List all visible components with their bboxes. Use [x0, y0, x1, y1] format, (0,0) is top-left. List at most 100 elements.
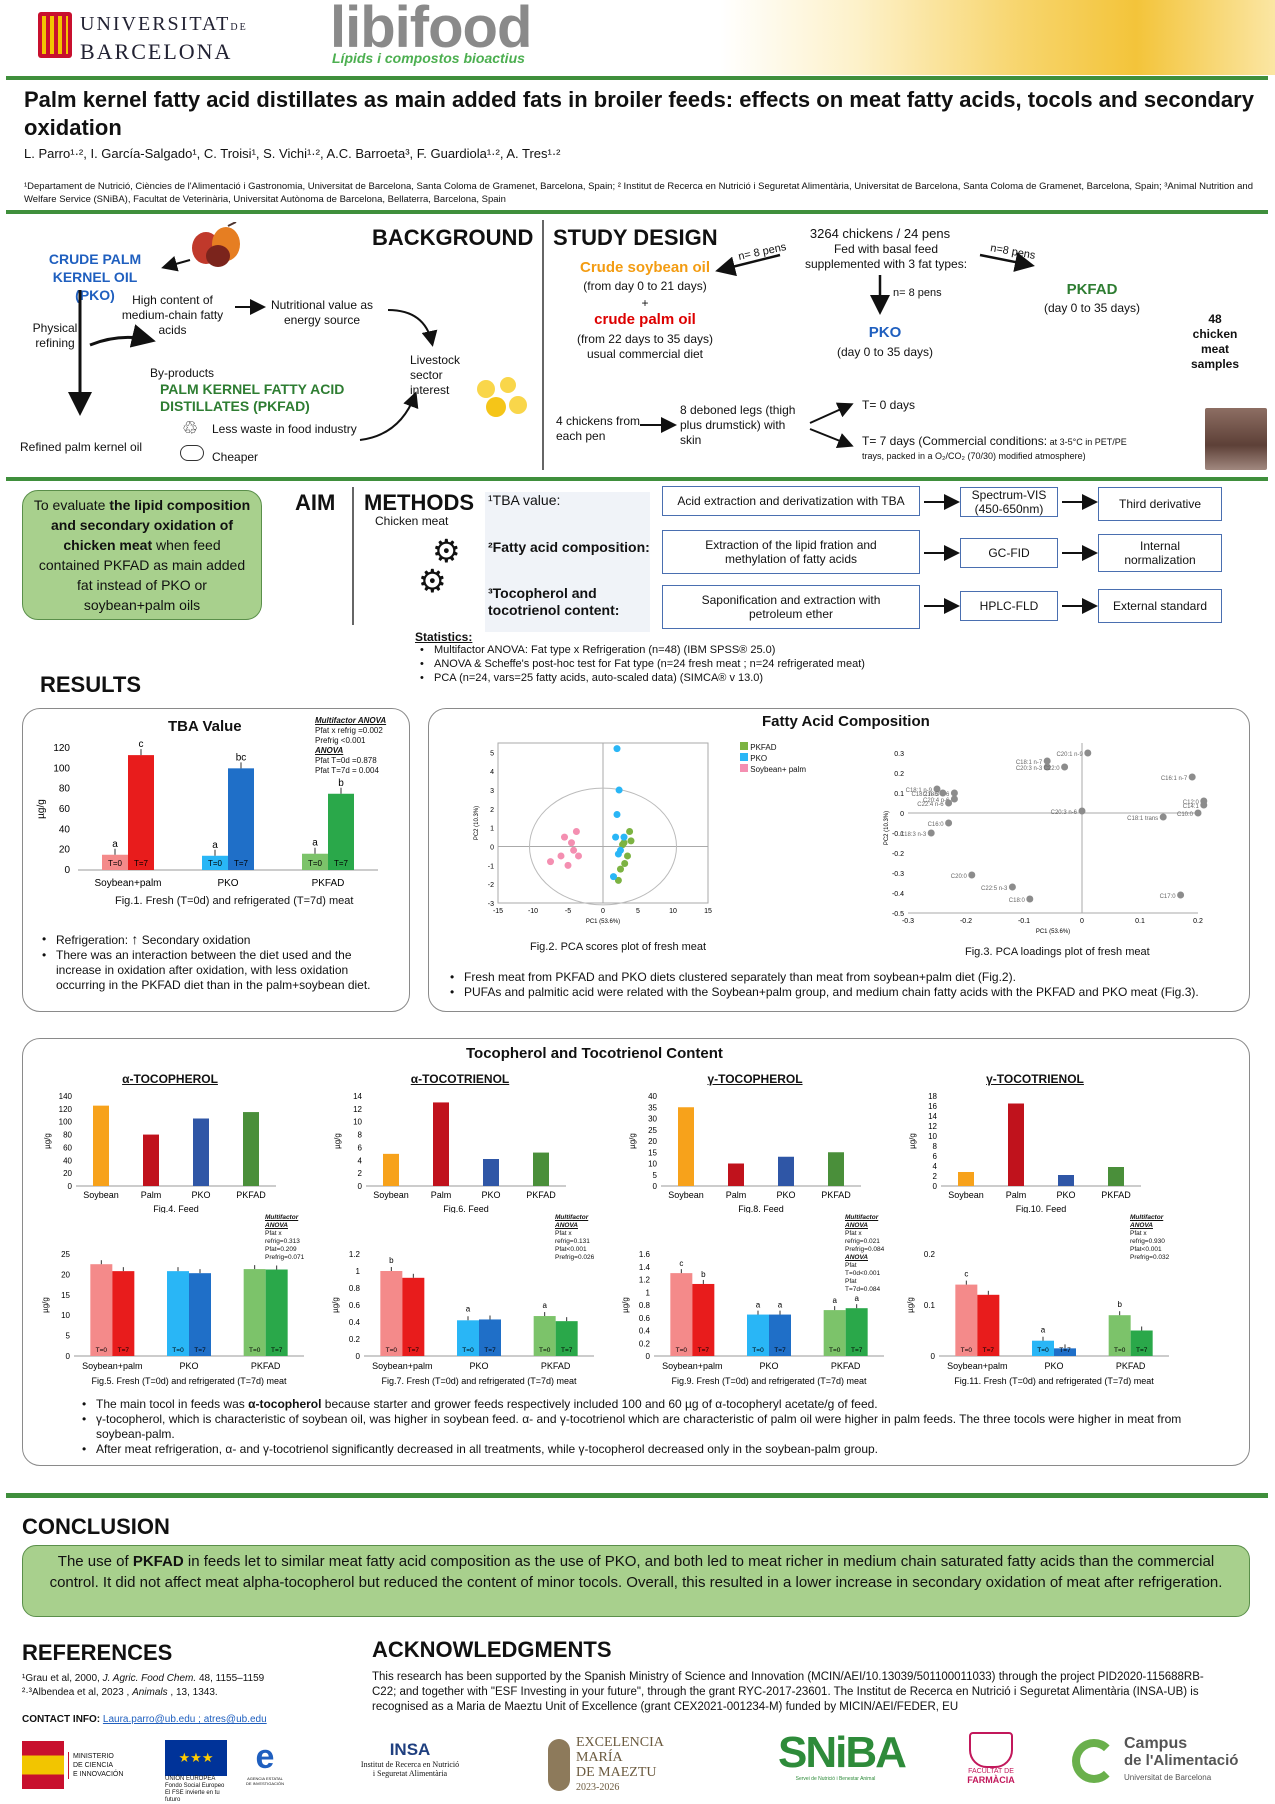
crude-pko-label: CRUDE PALM KERNEL OIL (PKO) [48, 251, 142, 303]
score-point [624, 852, 631, 860]
tba-bar-label: T=0 [208, 859, 223, 868]
meat-bar-label: T=7 [698, 1347, 710, 1354]
anova-line: Pfat x refrig=0.021 [845, 1230, 880, 1245]
x-tick-label: 0.2 [1193, 918, 1203, 925]
authors: L. Parro¹·², I. García-Salgado¹, C. Troi… [24, 146, 561, 161]
meat-bar-label: T=7 [118, 1347, 130, 1354]
y-tick-label: 60 [59, 804, 71, 815]
mcfa-label: High content of medium-chain fatty acids [121, 293, 224, 337]
loading-point [1188, 773, 1196, 781]
header-oil-image [720, 0, 1275, 75]
y-tick-label: 0.8 [639, 1301, 651, 1310]
score-point [572, 827, 580, 835]
y-tick-label: 0.1 [894, 791, 904, 798]
y-tick-label: 0 [66, 1352, 71, 1361]
anova-line: Pfat=0.209 [265, 1246, 297, 1253]
y-tick-label: 0.8 [349, 1284, 361, 1293]
tba-bar [328, 793, 354, 870]
y-axis-label: µg/g [36, 799, 47, 819]
x-tick-label: PKFAD [312, 878, 345, 889]
feed-chart-title: α-TOCOPHEROL [122, 1072, 218, 1086]
y-tick-label: 0.2 [639, 1339, 651, 1348]
y-tick-label: 0.4 [639, 1327, 651, 1336]
y-tick-label: 0.1 [924, 1301, 936, 1310]
toc-title: Tocopherol and Tocotrienol Content [466, 1045, 723, 1062]
y-tick-label: 100 [53, 763, 70, 774]
x-tick-label: Soybean [668, 1190, 704, 1200]
feed-bar [1008, 1103, 1024, 1186]
x-tick-label: PKFAD [541, 1361, 571, 1371]
aei-logo: e AGENCIA ESTATAL DE INVESTIGACIÓN [245, 1738, 284, 1786]
score-point [613, 745, 621, 753]
y-tick-label: 18 [928, 1092, 937, 1101]
x-tick-label: PKO [1056, 1190, 1075, 1200]
meat-bar [189, 1273, 211, 1356]
references-heading: REFERENCES [22, 1640, 173, 1665]
meat-bar-label: T=0 [829, 1347, 841, 1354]
anova-line: Pfat T=7d=0.084 [845, 1278, 881, 1293]
y-tick-label: 5 [653, 1171, 658, 1180]
meat-bar-label: T=0 [1037, 1347, 1049, 1354]
meat-bar-label: T=7 [271, 1347, 283, 1354]
libifood-logo: libifood [330, 0, 532, 60]
plus-label: + [641, 296, 649, 310]
y-tick-label: 0 [931, 1352, 936, 1361]
loading-label: C20:4 n-6 [923, 798, 950, 804]
x-tick-label: PKO [217, 878, 238, 889]
score-point [568, 839, 575, 847]
y-tick-label: 1 [646, 1288, 651, 1297]
meat-bar [1054, 1348, 1076, 1356]
contact-email-link[interactable]: Laura.parro@ub.edu ; atres@ub.edu [102, 1714, 267, 1725]
x-tick-label: Palm [431, 1190, 452, 1200]
feed-bar [728, 1163, 744, 1186]
meat-bar-label: T=7 [774, 1347, 786, 1354]
x-tick-label: PKFAD [831, 1361, 861, 1371]
fa-bullets: Fresh meat from PKFAD and PKO diets clus… [448, 970, 1248, 1000]
feed-bar [778, 1156, 794, 1186]
feed-chart-title: γ-TOCOTRIENOL [986, 1072, 1084, 1086]
y-tick-label: 80 [59, 784, 71, 795]
y-tick-label: 0 [490, 845, 494, 852]
soy-days-label: (from day 0 to 21 days) [583, 279, 707, 293]
loading-point [1008, 883, 1016, 891]
feed-bar [828, 1152, 844, 1186]
significance-letter: b [701, 1270, 706, 1279]
method-quant-tba: Third derivative [1098, 487, 1222, 521]
significance-letter: c [139, 739, 144, 750]
study-design-heading: STUDY DESIGN [553, 225, 718, 250]
methods-arrows [924, 494, 1098, 614]
statistics-list: Multifactor ANOVA: Fat type x Refrigerat… [418, 643, 1118, 685]
palm-fruit-icon [188, 221, 248, 270]
method-quant-toc: External standard [1098, 589, 1222, 623]
x-tick-label: PKO [1044, 1361, 1063, 1371]
significance-letter: a [756, 1301, 761, 1310]
feed-bar [678, 1107, 694, 1186]
y-tick-label: 1 [490, 826, 494, 833]
y-tick-label: 0.3 [894, 751, 904, 758]
loading-point [1177, 891, 1185, 899]
aim-box: To evaluate the lipid composition and se… [22, 490, 262, 620]
chick-icons [474, 375, 530, 421]
y-tick-label: 3 [490, 788, 494, 795]
feed-bar [93, 1105, 109, 1186]
poster-title: Palm kernel fatty acid distillates as ma… [24, 87, 1254, 140]
feed-bar [243, 1112, 259, 1186]
y-tick-label: -0.1 [892, 831, 904, 838]
meat-bar [670, 1273, 693, 1356]
refined-pko-label: Refined palm kernel oil [20, 440, 143, 454]
meat-caption: Fig.11. Fresh (T=0d) and refrigerated (T… [954, 1376, 1154, 1386]
insa-logo: INSA Institut de Recerca en Nutrició i S… [360, 1740, 460, 1778]
loading-label: C12:0 [1183, 800, 1200, 806]
conclusion-box: The use of PKFAD in feeds let to similar… [22, 1545, 1250, 1617]
method-label-tba: ¹TBA value: [488, 492, 561, 508]
y-tick-label: 20 [63, 1169, 72, 1178]
y-tick-label: 25 [648, 1126, 657, 1135]
x-tick-label: PKO [759, 1361, 778, 1371]
